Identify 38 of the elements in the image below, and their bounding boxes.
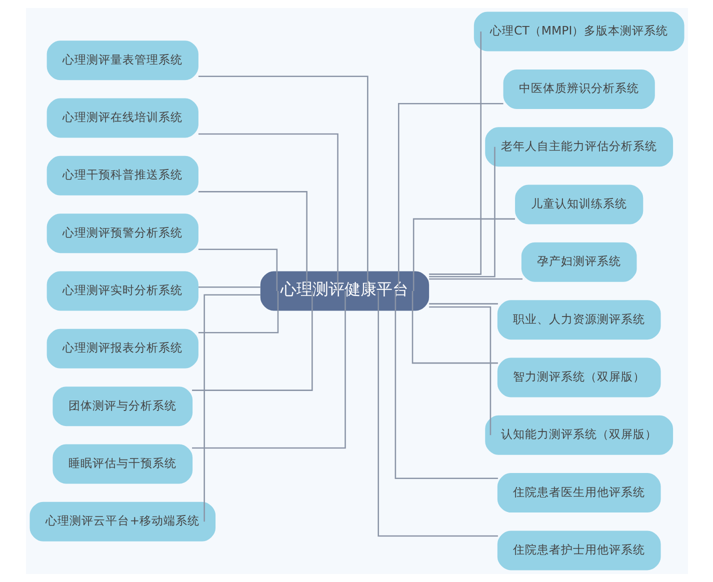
node-box: 智力测评系统（双屏版） <box>496 358 660 398</box>
node-box: 中医体质辨识分析系统 <box>502 69 654 109</box>
node-box: 孕产妇测评系统 <box>520 242 636 282</box>
connector <box>411 291 498 364</box>
node-box: 儿童认知训练系统 <box>514 184 643 224</box>
connector <box>192 291 346 449</box>
node-box: 心理测评在线培训系统 <box>46 98 198 138</box>
connector <box>203 294 260 522</box>
node-box: 团体测评与分析系统 <box>52 386 192 426</box>
connector <box>394 291 498 480</box>
connector <box>198 76 368 291</box>
node-box: 心理测评报表分析系统 <box>46 328 198 368</box>
connector <box>398 102 503 291</box>
connector <box>377 291 498 537</box>
node-box: 睡眠评估与干预系统 <box>52 444 192 484</box>
node-box: 心理测评实时分析系统 <box>46 271 198 311</box>
node-box: 心理干预科普推送系统 <box>46 156 198 196</box>
connector <box>428 32 481 275</box>
node-box: 认知能力测评系统（双屏版） <box>484 415 673 455</box>
connector <box>428 146 495 278</box>
connector <box>198 191 307 291</box>
connector <box>428 306 491 436</box>
node-box: 心理CT（MMPI）多版本测评系统 <box>473 12 684 52</box>
node-box: 老年人自主能力评估分析系统 <box>484 127 673 167</box>
node-box: 职业、人力资源测评系统 <box>496 300 660 340</box>
node-box: 心理测评量表管理系统 <box>46 40 198 80</box>
node-box: 住院患者医生用他评系统 <box>496 473 660 513</box>
connector <box>198 286 260 288</box>
connector <box>428 278 522 280</box>
connector <box>428 303 498 304</box>
node-box: 心理测评云平台+移动端系统 <box>29 502 216 542</box>
node-box: 住院患者护士用他评系统 <box>496 530 660 570</box>
connector <box>198 133 338 291</box>
connector <box>198 248 278 291</box>
connector <box>198 291 278 334</box>
connector <box>192 291 312 391</box>
connector <box>412 218 515 291</box>
node-box: 心理测评预警分析系统 <box>46 214 198 254</box>
